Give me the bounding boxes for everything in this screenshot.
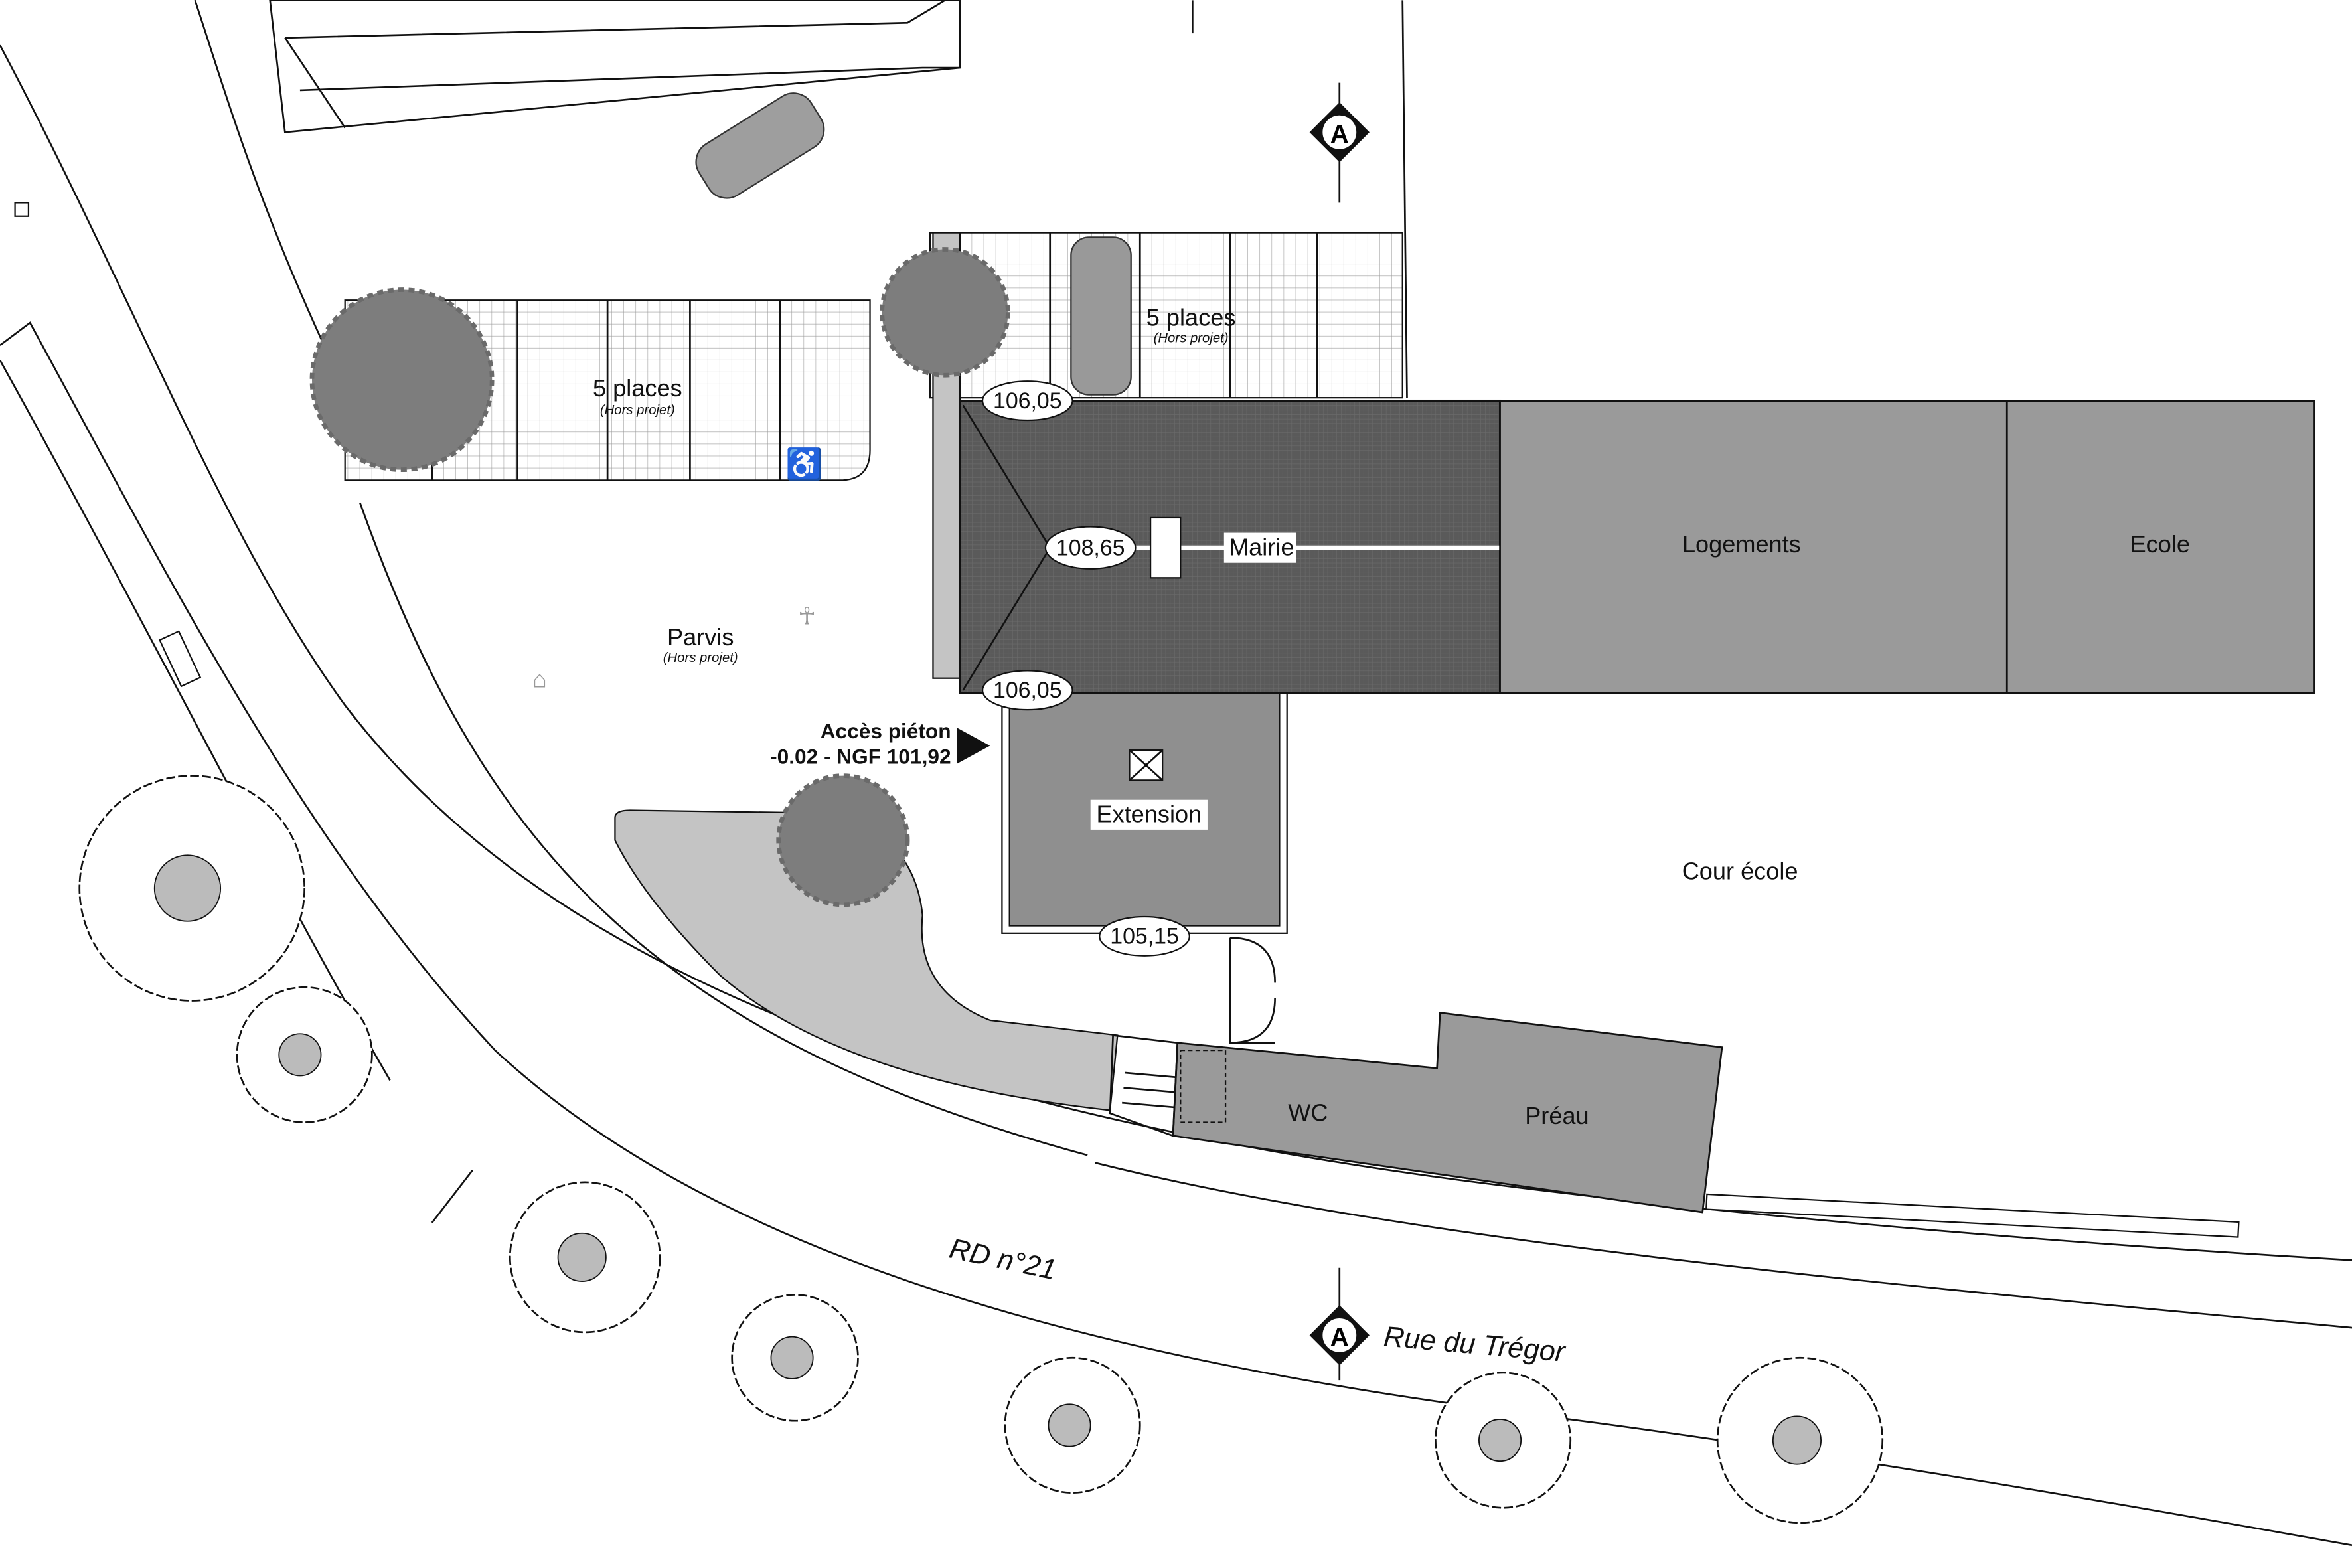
section-marker-bottom: A <box>1309 1267 1370 1381</box>
tree-icon <box>309 287 495 473</box>
level-extension: 105,15 <box>1110 924 1179 949</box>
extension-building: Extension <box>1001 692 1288 1044</box>
ecole-building: Ecole <box>2005 400 2315 694</box>
road-name: RD n°21 <box>947 1233 1059 1287</box>
logements-building: Logements <box>1499 400 2008 694</box>
door-icon <box>1229 937 1276 1044</box>
parking-left-note: (Hors projet) <box>600 403 675 418</box>
tree-icon <box>880 247 1010 378</box>
access-title: Accès piéton <box>821 719 951 743</box>
arrow-right-icon <box>957 728 990 764</box>
parking-right-label: 5 places <box>1146 304 1236 331</box>
section-label: A <box>1330 1323 1349 1352</box>
cour-ecole-label: Cour école <box>1682 857 1798 884</box>
parking-right-note: (Hors projet) <box>1154 331 1229 346</box>
tree-icon <box>776 773 910 907</box>
parking-left-label: 5 places <box>593 374 682 402</box>
wc-label: WC <box>1288 1099 1328 1126</box>
mairie-label: Mairie <box>1229 533 1294 560</box>
level-markers: 106,05 108,65 106,05 105,15 <box>981 380 1190 957</box>
wc-preau-building: WC Préau <box>1109 1012 1723 1214</box>
street-name: Rue du Trégor <box>1382 1320 1567 1368</box>
pedestrian-icon: ☥ <box>798 602 816 629</box>
level-mairie-bottom: 106,05 <box>993 678 1062 703</box>
wheelchair-icon: ♿ <box>785 447 823 481</box>
preau-label: Préau <box>1525 1102 1589 1129</box>
parvis-note: (Hors projet) <box>663 651 738 665</box>
level-mairie-top: 106,05 <box>993 388 1062 414</box>
trees-gray <box>309 247 1010 907</box>
access-level: -0.02 - NGF 101,92 <box>770 744 951 768</box>
pedestrian-access: Accès piéton -0.02 - NGF 101,92 <box>770 719 990 768</box>
section-label: A <box>1330 120 1349 149</box>
bench-icon: ⌂ <box>532 665 547 692</box>
ecole-label: Ecole <box>2130 530 2190 558</box>
car-icon <box>695 92 825 199</box>
level-mairie-ridge: 108,65 <box>1056 535 1125 560</box>
north-building <box>269 0 1408 398</box>
extension-label: Extension <box>1096 801 1202 828</box>
car-icon <box>1070 236 1132 396</box>
section-marker-top: A <box>1309 82 1370 203</box>
logements-label: Logements <box>1682 530 1801 558</box>
parvis-label: Parvis <box>667 623 734 651</box>
